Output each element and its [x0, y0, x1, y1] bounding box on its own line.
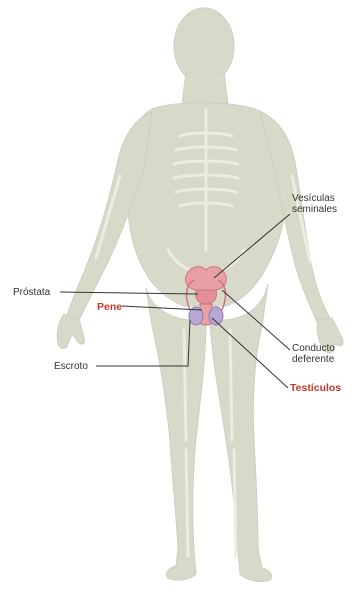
- left-hand: [57, 314, 84, 349]
- leader-pene: [122, 306, 202, 310]
- label-prostata: Próstata: [13, 287, 50, 298]
- neck: [182, 72, 228, 104]
- label-conducto-deferente: Conducto deferente: [292, 343, 352, 365]
- left-leg: [146, 288, 206, 580]
- label-vesiculas-seminales: Vesículas seminales: [292, 193, 352, 215]
- label-testiculos: Testículos: [290, 383, 341, 394]
- label-pene: Pene: [97, 302, 122, 313]
- label-conducto-line2: deferente: [292, 354, 352, 365]
- label-vesiculas-line1: Vesículas: [292, 193, 352, 204]
- label-vesiculas-line2: seminales: [292, 204, 352, 215]
- seminal-vesicles: [186, 267, 227, 290]
- prostate: [195, 290, 216, 304]
- right-leg: [210, 284, 272, 582]
- label-escroto: Escroto: [54, 361, 88, 372]
- label-conducto-line1: Conducto: [292, 343, 352, 354]
